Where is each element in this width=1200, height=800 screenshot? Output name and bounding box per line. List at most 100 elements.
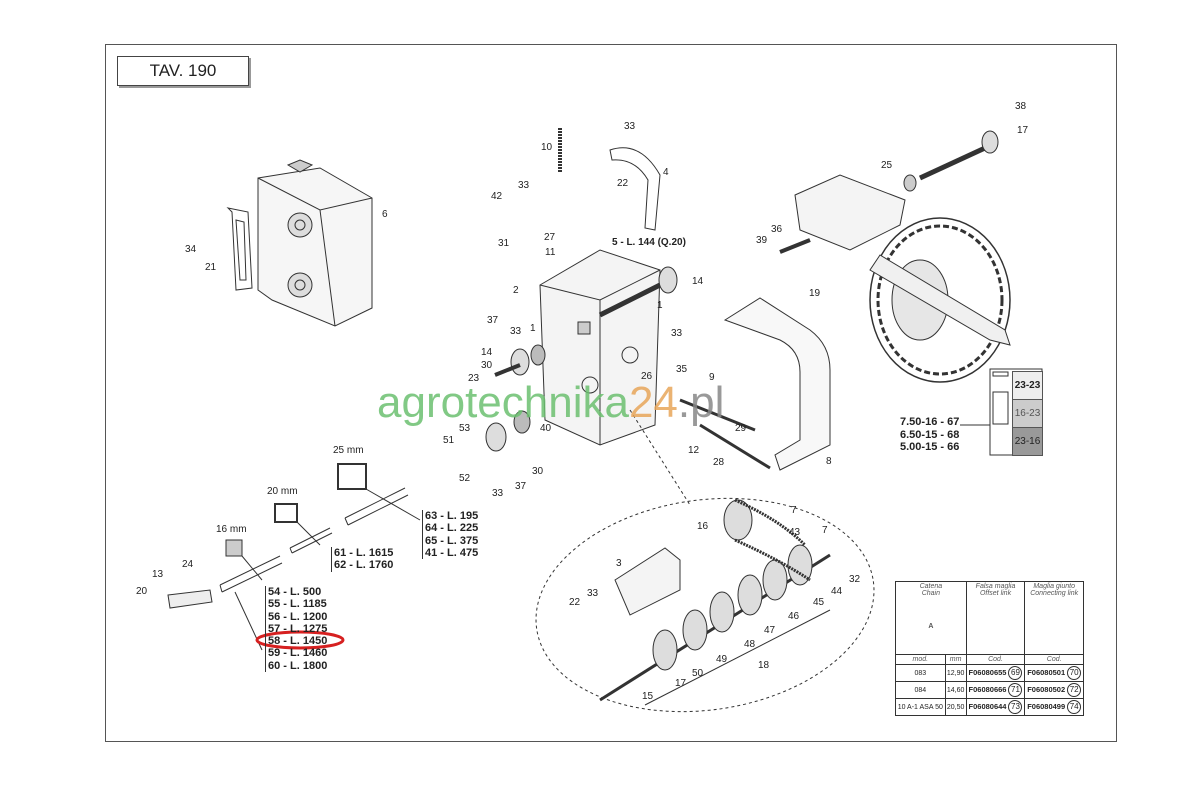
part-callout: 12 [688,445,700,456]
lever-4 [609,147,661,231]
code: F06080644 [968,702,1007,711]
col-mod: mod. [895,654,946,665]
part-callout: 30 [532,466,544,477]
tire-size: 6.50-15 - 68 [900,428,960,441]
part-callout: 33 [518,180,530,191]
tire-config-box: 23-23 [1012,371,1043,400]
part-callout: 6 [382,209,388,220]
part-callout: 24 [182,559,194,570]
length-item: 64 - L. 225 [425,522,479,535]
cover-8 [723,297,831,471]
hub-14-left [494,344,546,377]
part-callout: 23 [468,373,480,384]
part-callout: 44 [831,586,843,597]
drawing-frame [105,44,1117,742]
part-callout: 18 [758,660,770,671]
part-callout: 51 [443,435,455,446]
part-callout: 35 [676,364,688,375]
watermark: agrotechnika24.pl [377,381,724,425]
part-callout: 20 [136,586,148,597]
header-it: Maglia giunto [1033,583,1075,590]
part-callout: 21 [205,262,217,273]
shaft-5 [598,282,662,318]
tire-size: 5.00-15 - 66 [900,441,960,453]
length-item: 60 - L. 1800 [268,659,328,672]
tire-config-box: 23-16 [1012,427,1043,456]
code: F06080502 [1027,685,1066,694]
part-callout: 8 [826,456,832,467]
hub-14-right [658,266,678,294]
part-callout: 25 [881,160,893,171]
length-item: 55 - L. 1185 [268,598,327,611]
table-title: TAV. 190 [117,56,249,86]
part-callout: 14 [692,276,704,287]
code: F06080501 [1027,668,1066,677]
part-callout: 22 [569,597,581,608]
part-callout: 17 [675,678,687,689]
highlight-ring [255,630,345,650]
part-callout: 36 [771,224,783,235]
part-callout: 37 [515,481,527,492]
part-callout: 47 [764,625,776,636]
sprocket-23 [485,410,531,452]
part-callout: 4 [663,167,669,178]
header-en: Offset link [979,590,1012,597]
gearbox-housing [257,159,373,327]
part-callout: 14 [481,347,493,358]
part-callout: 7 [791,505,797,516]
header-it: Catena [919,583,943,590]
part-callout: 50 [692,668,704,679]
part-callout: 31 [498,238,510,249]
part-callout: 46 [788,611,800,622]
detail-leader [629,409,691,506]
part-callout: 1 [530,323,536,334]
ref-number: 74 [1067,700,1082,714]
cell-mod: 084 [895,681,946,699]
part-callout: 53 [459,423,471,434]
part-callout: 49 [716,654,728,665]
watermark-number: 24 [628,378,678,427]
part-callout: 29 [735,423,747,434]
tube-size-16: 16 mm [216,524,247,535]
part-callout: 32 [849,574,861,585]
length-item: 59 - L. 1460 [268,647,328,660]
part-callout: 30 [481,360,493,371]
part-callout: 39 [756,235,768,246]
part-callout: 9 [709,372,715,383]
part-callout: 1 [657,300,663,311]
part-callout: 7 [822,525,828,536]
ref-number: 71 [1008,683,1023,697]
length-item: 61 - L. 1615 [334,547,394,559]
sprocket-stack [599,498,831,706]
part-callout: 40 [540,423,552,434]
length-item: 57 - L. 1275 [268,622,328,635]
cell-mod: 083 [895,664,946,682]
tire-size-list: 7.50-16 - 67 6.50-15 - 68 5.00-15 - 66 [900,416,959,454]
part-callout: 15 [642,691,654,702]
tube-size-25: 25 mm [333,445,364,456]
watermark-domain: .pl [677,378,725,427]
part-callout: 10 [541,142,553,153]
part-callout: 26 [641,371,653,382]
length-item: 65 - L. 375 [425,534,479,547]
part-callout: 43 [789,527,801,538]
part-callout: 13 [152,569,164,580]
part-callout: 52 [459,473,471,484]
part-callout: 5 - L. 144 (Q.20) [612,237,686,248]
code: F06080655 [968,668,1007,677]
cell-mm: 12,90 [944,664,967,682]
square-tubes [219,463,421,651]
length-item: 54 - L. 500 [268,586,322,598]
tube-length-list-16: 54 - L. 500 55 - L. 1185 56 - L. 1200 57… [265,586,328,673]
col-code: Cod. [1024,654,1084,665]
length-item: 56 - L. 1200 [268,610,328,623]
